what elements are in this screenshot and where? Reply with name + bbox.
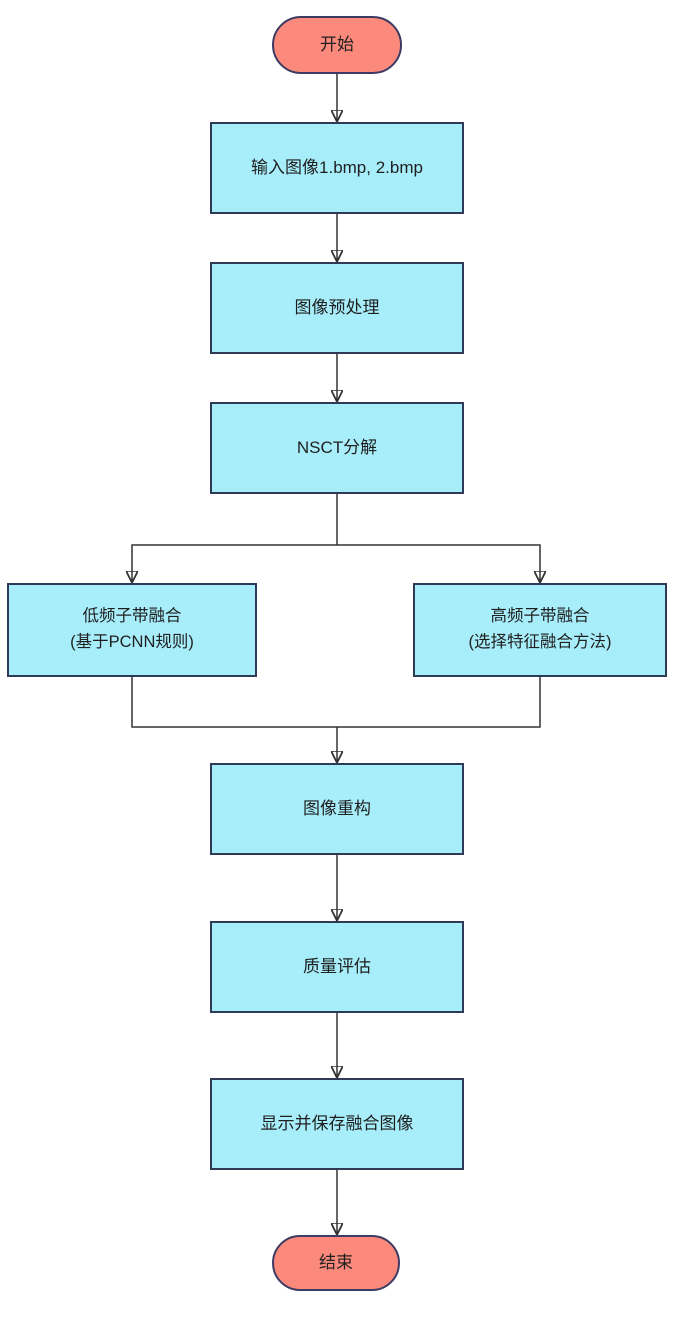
- connector-branch-to-lowfreq: [132, 544, 337, 581]
- node-input-images: 输入图像1.bmp, 2.bmp: [210, 122, 464, 214]
- node-quality-assess-label: 质量评估: [303, 956, 371, 976]
- node-low-freq-fusion-line1: 低频子带融合: [82, 607, 182, 626]
- node-end-label: 结束: [319, 1252, 353, 1272]
- node-high-freq-fusion-line1: 高频子带融合: [490, 607, 590, 626]
- node-preprocess: 图像预处理: [210, 262, 464, 354]
- connector-branch-to-highfreq: [337, 544, 540, 581]
- node-display-save: 显示并保存融合图像: [210, 1078, 464, 1170]
- node-end: 结束: [272, 1235, 400, 1291]
- node-input-images-label: 输入图像1.bmp, 2.bmp: [251, 157, 423, 177]
- node-start: 开始: [272, 16, 402, 74]
- node-preprocess-label: 图像预处理: [294, 297, 380, 317]
- node-image-reconstruct-label: 图像重构: [303, 798, 371, 818]
- node-display-save-label: 显示并保存融合图像: [260, 1113, 414, 1133]
- node-nsct-decompose: NSCT分解: [210, 402, 464, 494]
- node-low-freq-fusion: 低频子带融合 (基于PCNN规则): [7, 583, 257, 677]
- node-image-reconstruct: 图像重构: [210, 763, 464, 855]
- node-high-freq-fusion-line2: (选择特征融合方法): [468, 633, 612, 651]
- node-start-label: 开始: [320, 34, 354, 54]
- node-high-freq-fusion: 高频子带融合 (选择特征融合方法): [413, 583, 667, 677]
- connector-highfreq-merge: [337, 677, 541, 728]
- node-low-freq-fusion-line2: (基于PCNN规则): [70, 633, 194, 651]
- connector-lowfreq-merge: [131, 677, 337, 728]
- node-quality-assess: 质量评估: [210, 921, 464, 1013]
- node-nsct-decompose-label: NSCT分解: [296, 437, 378, 457]
